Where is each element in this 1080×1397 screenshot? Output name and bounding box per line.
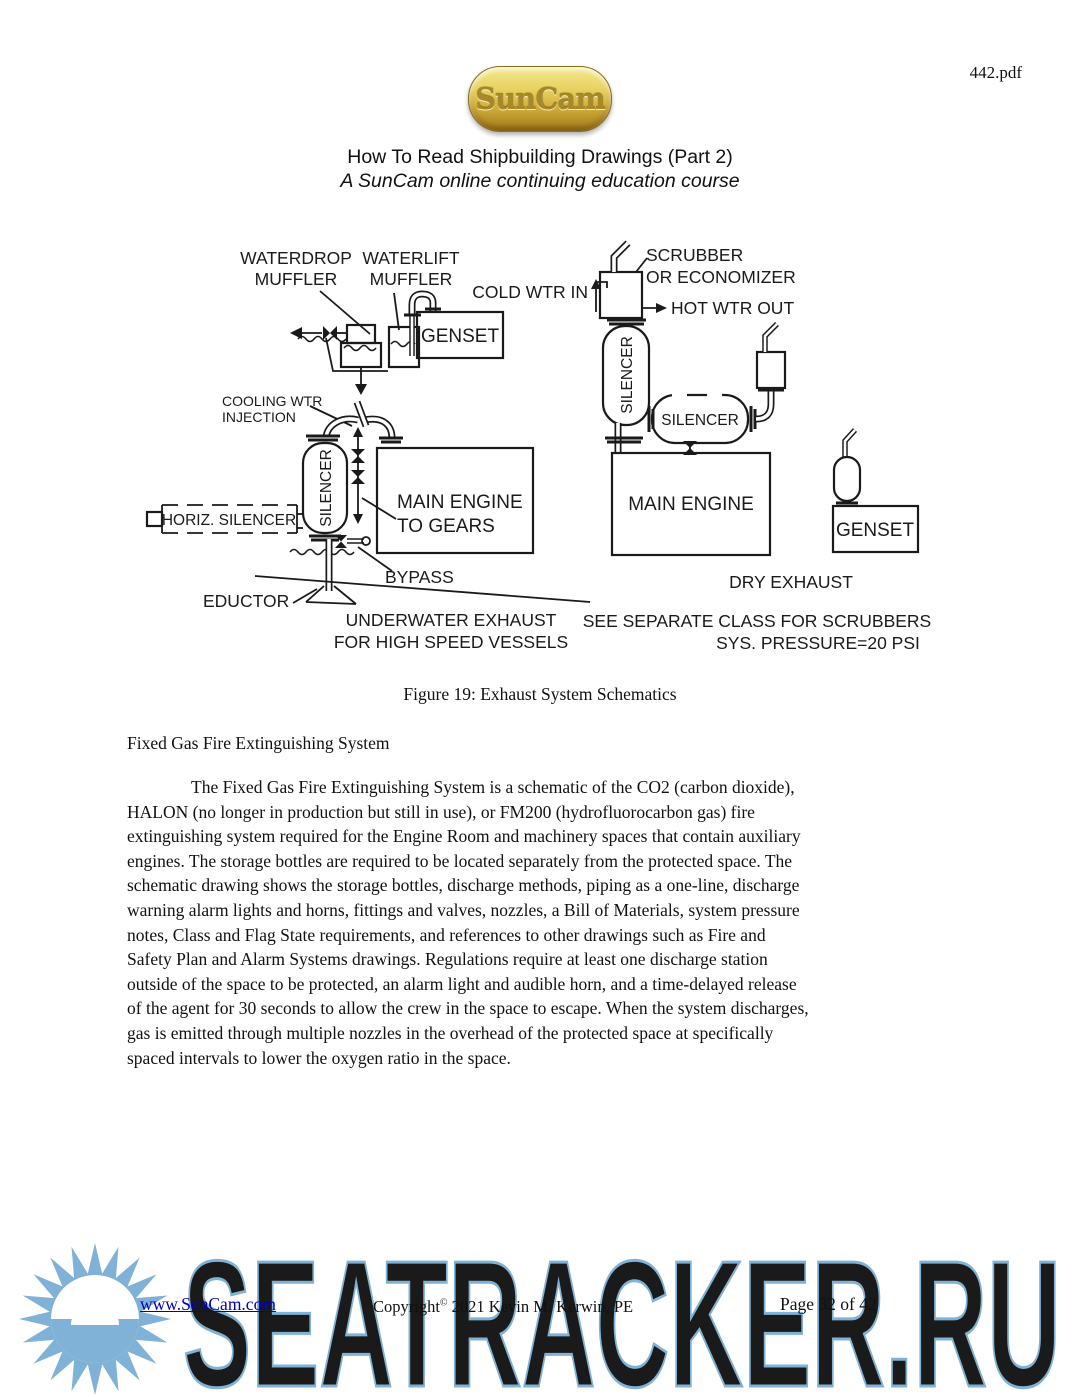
page-title: How To Read Shipbuilding Drawings (Part …: [347, 146, 733, 168]
sun-logo: [19, 1243, 171, 1395]
silencer-vertical-right: [601, 324, 651, 427]
leader-to-gears: [361, 497, 397, 520]
label-see-separate: SEE SEPARATE CLASS FOR SCRUBBERS: [583, 611, 931, 631]
body-paragraph: The Fixed Gas Fire Extinguishing System …: [127, 777, 809, 1068]
seatracker-watermark: SEATRACKER.RU: [19, 1236, 1063, 1397]
label-injection: INJECTION: [222, 409, 296, 425]
valve-bypass-1: [351, 449, 365, 463]
bypass-arrow-up: [353, 427, 363, 437]
genset-silencer: [832, 455, 862, 503]
drain-bracket: [325, 337, 388, 372]
copyright-text: Copyright© 2021 Kevin M. Kerwin, PE: [373, 1297, 633, 1317]
exhaust-system-schematic: WATERDROP MUFFLER WATERLIFT MUFFLER GENS…: [145, 240, 931, 653]
label-sys-pressure: SYS. PRESSURE=20 PSI: [716, 633, 920, 653]
figure-caption: Figure 19: Exhaust System Schematics: [403, 684, 677, 704]
valve-bypass-2: [351, 470, 365, 484]
scrubber-stack-core: [612, 241, 630, 272]
label-underwater-line1: UNDERWATER EXHAUST: [346, 610, 557, 630]
gooseneck-pipe-core: [410, 292, 435, 316]
label-waterdrop-muffler-line2: MUFFLER: [255, 269, 338, 289]
genset-right-box: [831, 504, 920, 554]
label-scrubber-line1: SCRUBBER: [646, 245, 743, 265]
label-cooling-wtr: COOLING WTR: [222, 393, 322, 409]
waterdrop-muffler-box-top: [345, 323, 377, 345]
bypass-arrow-down: [353, 514, 363, 524]
label-main-engine-left: MAIN ENGINE: [397, 492, 523, 513]
section-heading: Fixed Gas Fire Extinguishing System: [127, 733, 390, 753]
label-main-engine-right: MAIN ENGINE: [628, 494, 754, 515]
label-cold-wtr-in: COLD WTR IN: [472, 282, 588, 302]
label-bypass: BYPASS: [385, 567, 454, 587]
page-subtitle: A SunCam online continuing education cou…: [340, 170, 740, 192]
copyright-rest: 2021 Kevin M. Kerwin, PE: [447, 1297, 634, 1316]
document-filename: 442.pdf: [969, 63, 1022, 82]
label-waterlift-muffler-line1: WATERLIFT: [362, 248, 460, 268]
leader-bypass: [357, 546, 393, 572]
waterline-bypass: [289, 548, 355, 556]
sun-sea: [51, 1319, 139, 1363]
waterlift-muffler-box: [387, 325, 421, 369]
leader-eductor: [292, 588, 318, 604]
suncam-logo: SunCam: [468, 66, 612, 132]
valve-discharge: [323, 326, 337, 340]
label-dry-exhaust: DRY EXHAUST: [729, 572, 853, 592]
underwater-exhaust-system: WATERDROP MUFFLER WATERLIFT MUFFLER GENS…: [145, 248, 591, 652]
page-number: Page 32 of 42: [780, 1294, 877, 1314]
label-hot-wtr-out: HOT WTR OUT: [671, 298, 794, 318]
pipe-to-silencer-core: [324, 417, 359, 438]
sun-dome: [71, 1301, 119, 1325]
leader-waterdrop: [319, 290, 371, 335]
drain-arrowhead: [355, 384, 367, 395]
main-engine-right-box: [610, 451, 772, 557]
horiz-silencer-stub: [145, 510, 164, 528]
label-underwater-line2: FOR HIGH SPEED VESSELS: [334, 632, 568, 652]
copyright-symbol: ©: [439, 1297, 448, 1309]
valve-bypass-stub: [335, 535, 347, 548]
pipe-to-muffler-core: [755, 391, 773, 421]
label-to-gears: TO GEARS: [397, 516, 495, 537]
label-eductor: EDUCTOR: [203, 591, 289, 611]
dry-exhaust-system: COLD WTR IN SCRUBBER OR ECONOMIZER HOT W…: [472, 240, 931, 653]
waterline-wave: [297, 335, 347, 343]
waterdrop-water: [343, 344, 377, 352]
copyright-word: Copyright: [373, 1297, 440, 1316]
suncam-logo-text: SunCam: [475, 82, 606, 116]
leader-scrubber: [635, 257, 648, 273]
cold-wtr-arrowhead: [591, 279, 601, 289]
genset-stack-core: [843, 429, 856, 457]
muffler-stack-core: [763, 323, 778, 352]
dash-gap-2: [707, 392, 722, 398]
label-genset-top: GENSET: [421, 326, 500, 347]
leader-waterlift: [393, 292, 400, 331]
suncam-link[interactable]: www.SunCam.com: [140, 1294, 276, 1314]
hull-line: [254, 575, 591, 603]
injection-nozzle-core: [355, 401, 368, 427]
small-muffler-box: [755, 350, 787, 390]
eductor-funnel-left: [305, 585, 325, 603]
label-silencer-horiz-right: SILENCER: [661, 412, 739, 429]
genset-top-box: [415, 310, 505, 360]
discharge-arrowhead: [290, 327, 302, 339]
silencer-vertical-left: [301, 441, 349, 535]
label-silencer-vert-left: SILENCER: [318, 449, 335, 527]
pipe-to-engine-core: [363, 417, 394, 439]
eductor-funnel-right: [333, 585, 357, 605]
main-engine-left-box: [375, 446, 535, 555]
label-silencer-vert-right: SILENCER: [619, 336, 636, 414]
label-horiz-silencer: HORIZ. SILENCER: [162, 512, 296, 529]
label-scrubber-line2: OR ECONOMIZER: [646, 267, 796, 287]
eductor-funnel-base: [305, 601, 357, 605]
valve-engine-right: [683, 441, 697, 455]
hot-wtr-arrowhead: [656, 303, 667, 313]
label-genset-right: GENSET: [836, 520, 915, 541]
watermark-text: SEATRACKER.RU: [183, 1236, 1061, 1397]
label-waterdrop-muffler-line1: WATERDROP: [240, 248, 352, 268]
scrubber-box: [598, 270, 644, 320]
label-waterlift-muffler-line2: MUFFLER: [370, 269, 453, 289]
bypass-stub-cap: [361, 536, 371, 546]
dash-gap-1: [672, 392, 687, 398]
